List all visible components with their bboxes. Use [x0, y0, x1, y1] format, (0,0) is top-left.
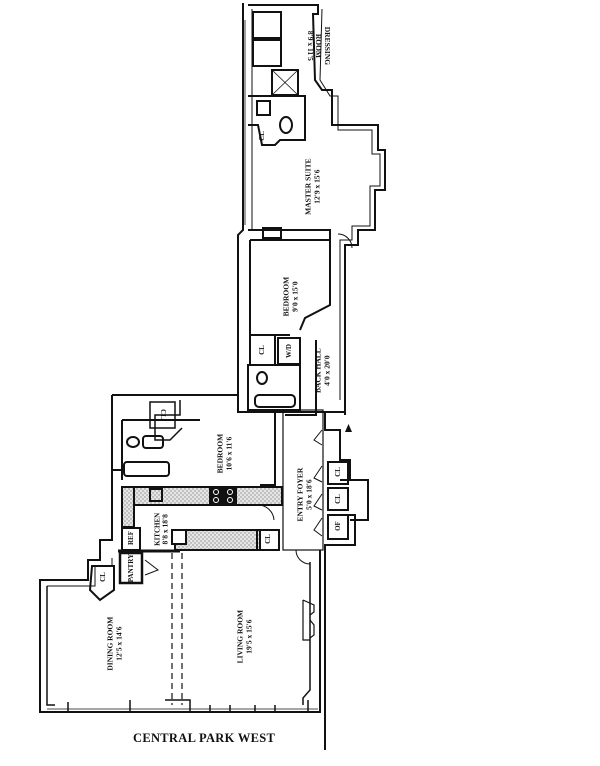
entry-foyer-label: ENTRY FOYER 5'0 x 18'6: [295, 455, 313, 535]
dressing-room-name-1: DRESSING: [322, 26, 332, 66]
closet-label-master: CL: [257, 131, 266, 141]
bedroom-lower-dims: 10'6 x 11'6: [224, 436, 233, 471]
washer-dryer-label: W/D: [284, 344, 293, 359]
living-room-label: LIVING ROOM 19'5 x 15'6: [235, 592, 253, 682]
dining-room-dims: 12'5 x 14'6: [114, 626, 123, 661]
dressing-room-name-2: ROOM: [314, 33, 324, 59]
master-suite-label: MASTER SUITE 12'9 x 15'6: [303, 142, 321, 232]
bedroom-upper-label: BEDROOM 9'0 x 15'0: [281, 262, 299, 332]
closet-label-foyer-2: CL: [333, 494, 342, 504]
back-hall-dims: 4'0 x 20'0: [322, 355, 331, 386]
closet-label-dining: CL: [98, 572, 107, 582]
refrigerator-label: REF: [126, 531, 135, 546]
kitchen-dims: 8'8 x 18'8: [160, 514, 170, 545]
pantry-label: PANTRY: [126, 553, 135, 583]
kitchen-label: KITCHEN 8'8 x 18'8: [154, 499, 171, 559]
bedroom-upper-dims: 9'0 x 15'0: [290, 281, 299, 312]
office-closet-label: OF: [333, 521, 342, 531]
entry-foyer-dims: 5'0 x 18'6: [304, 479, 313, 510]
closet-label-foyer-1: CL: [333, 467, 342, 477]
dressing-room-dims: 8'9 x 11'5: [305, 30, 315, 61]
street-label: CENTRAL PARK WEST: [133, 731, 276, 745]
bedroom-lower-label: BEDROOM 10'6 x 11'6: [215, 414, 233, 494]
dining-room-label: DINING ROOM 12'5 x 14'6: [105, 599, 123, 689]
dressing-room-label: DRESSING ROOM 8'9 x 11'5: [305, 6, 332, 86]
closet-label-bedroom-lower: CL: [159, 409, 168, 419]
living-room-dims: 19'5 x 15'6: [244, 619, 253, 654]
closet-label-bedroom-upper: CL: [257, 345, 266, 355]
closet-label-kitchen: CL: [263, 534, 272, 544]
master-suite-dims: 12'9 x 15'6: [312, 169, 321, 204]
back-hall-label: BACK HALL 4'0 x 20'0: [313, 336, 331, 406]
